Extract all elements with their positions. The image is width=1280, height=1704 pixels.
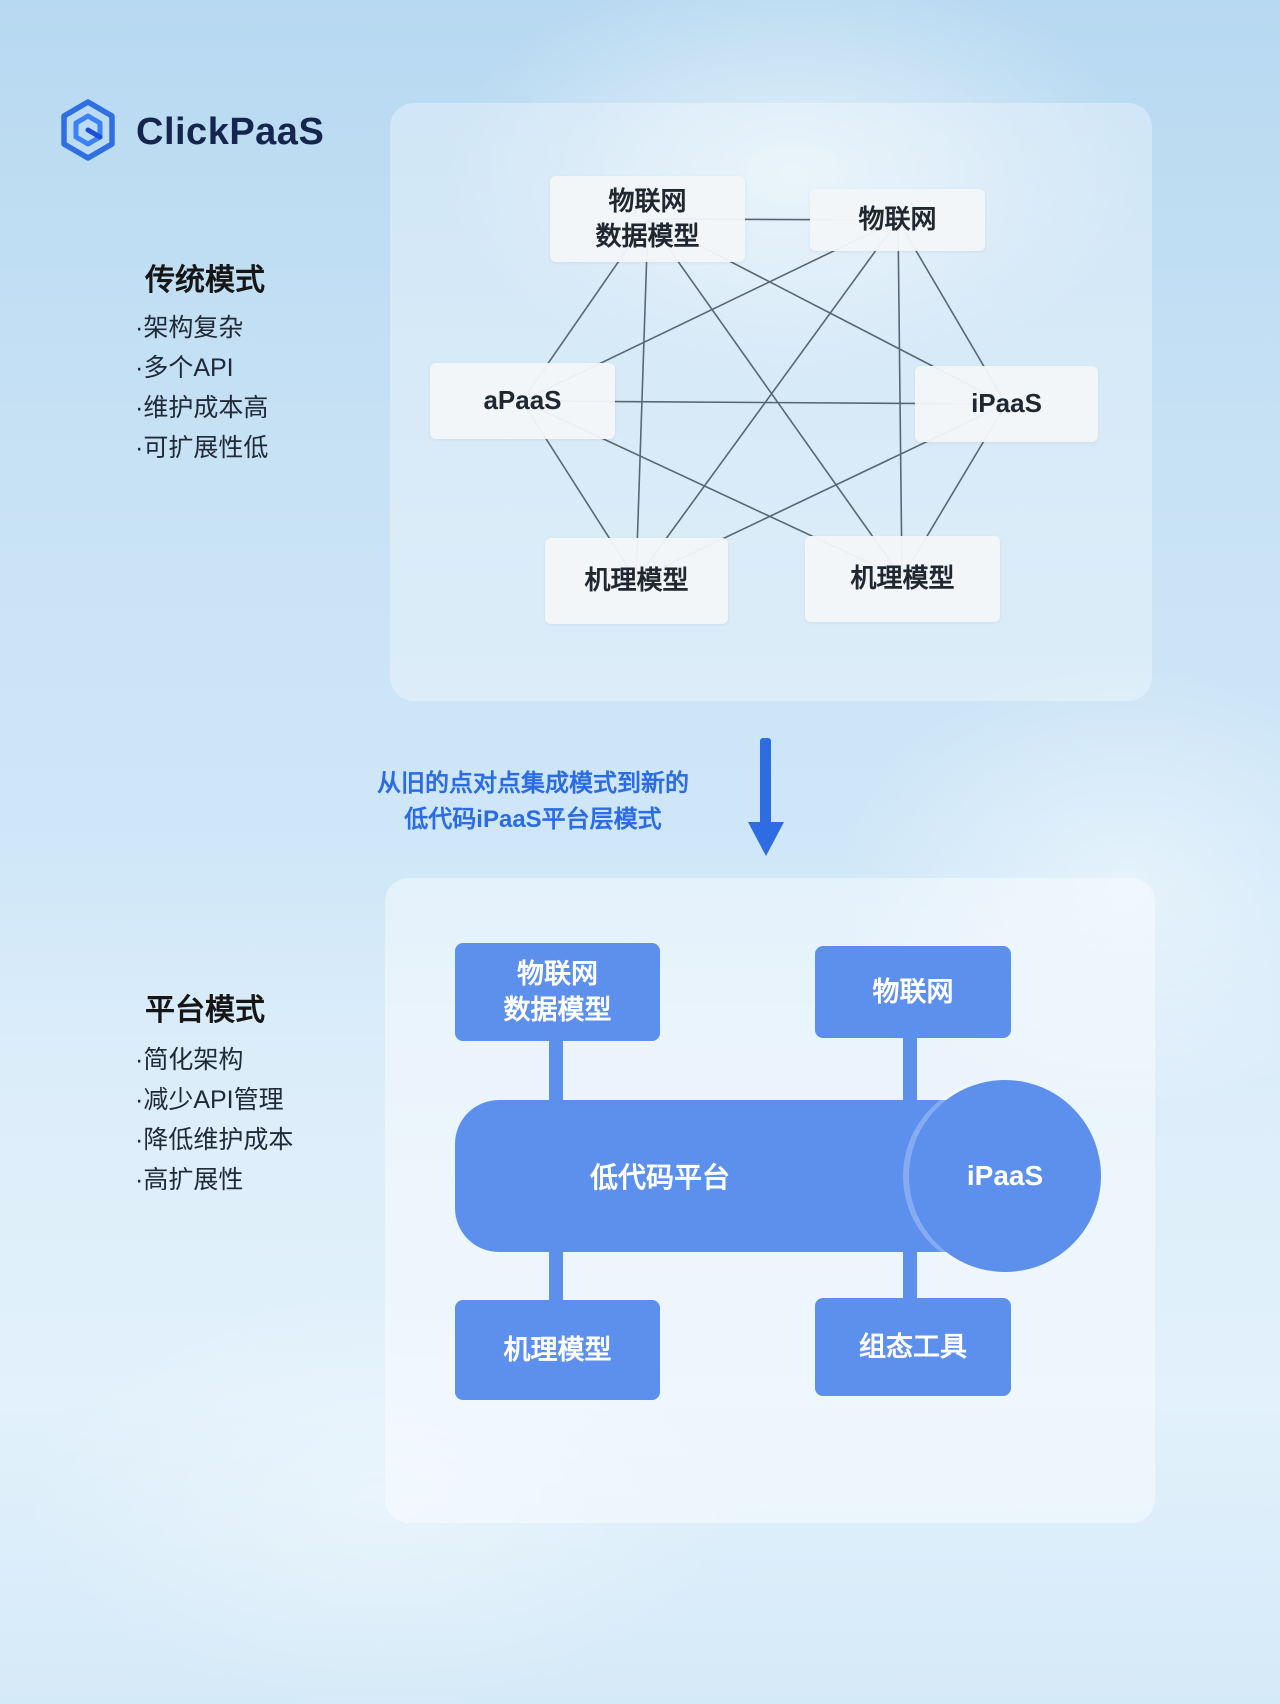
node-iot: 物联网 xyxy=(810,189,985,251)
connector-platform-to-config-tool xyxy=(903,1250,917,1302)
platform-bullets: ·简化架构 ·减少API管理 ·降低维护成本 ·高扩展性 xyxy=(135,1040,293,1200)
traditional-bullets: ·架构复杂 ·多个API ·维护成本高 ·可扩展性低 xyxy=(135,308,268,468)
node-apaas: aPaaS xyxy=(430,363,615,439)
platform-node-iot-data-model: 物联网 数据模型 xyxy=(455,943,660,1041)
node-mechanism-model-left: 机理模型 xyxy=(545,538,728,624)
transition-caption: 从旧的点对点集成模式到新的 低代码iPaaS平台层模式 xyxy=(352,766,714,838)
lowcode-platform-label: 低代码平台 xyxy=(589,1162,730,1193)
down-arrow-head-icon xyxy=(748,822,784,856)
platform-title: 平台模式 xyxy=(145,994,265,1027)
platform-bullet: ·降低维护成本 xyxy=(135,1126,294,1154)
brand-name: ClickPaaS xyxy=(136,111,325,153)
traditional-bullet: ·可扩展性低 xyxy=(135,434,269,462)
down-arrow-icon xyxy=(760,738,771,824)
connector-iot-model-to-platform xyxy=(549,1039,563,1103)
brand-logo: ClickPaaS xyxy=(56,98,324,167)
platform-node-mechanism-model: 机理模型 xyxy=(455,1300,660,1400)
platform-bullet: ·高扩展性 xyxy=(135,1166,244,1194)
platform-node-config-tool: 组态工具 xyxy=(815,1298,1011,1396)
transition-caption-line2: 低代码iPaaS平台层模式 xyxy=(404,806,662,833)
platform-bullet: ·减少API管理 xyxy=(135,1086,284,1114)
traditional-diagram-panel: 物联网 数据模型 物联网 aPaaS iPaaS 机理模型 机理模型 xyxy=(390,103,1152,701)
transition-caption-line1: 从旧的点对点集成模式到新的 xyxy=(377,770,689,797)
node-ipaas: iPaaS xyxy=(915,366,1098,442)
platform-node-iot: 物联网 xyxy=(815,946,1011,1038)
ipaas-circle: iPaaS xyxy=(909,1080,1101,1272)
traditional-bullet: ·架构复杂 xyxy=(135,314,244,342)
connector-iot-to-platform xyxy=(903,1036,917,1103)
node-iot-data-model: 物联网 数据模型 xyxy=(550,176,745,262)
platform-bullet: ·简化架构 xyxy=(135,1046,244,1074)
connector-platform-to-mechanism xyxy=(549,1250,563,1302)
traditional-title: 传统模式 xyxy=(145,264,265,297)
clickpaas-hexagon-icon xyxy=(56,98,120,167)
traditional-bullet: ·多个API xyxy=(135,354,234,382)
node-mechanism-model-right: 机理模型 xyxy=(805,536,1000,622)
traditional-bullet: ·维护成本高 xyxy=(135,394,269,422)
